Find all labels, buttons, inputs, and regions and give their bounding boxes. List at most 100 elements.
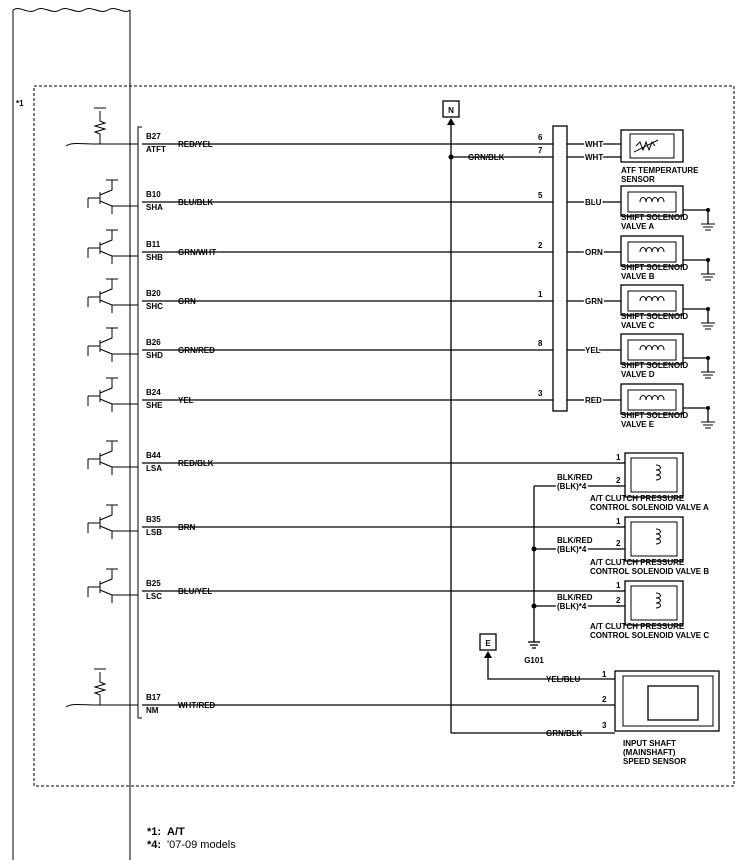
speed-sensor-label-1: INPUT SHAFT <box>623 739 676 748</box>
clutch-solenoid-box <box>624 452 684 498</box>
connector-pin: 1 <box>538 290 543 299</box>
coil-icon <box>639 345 665 351</box>
footnote-1-mark: *1: <box>147 826 161 838</box>
shift-solenoid-label: SHIFT SOLENOID <box>621 411 688 420</box>
solenoid-wire-color: ORN <box>585 248 603 257</box>
connector-pin: 3 <box>538 389 543 398</box>
terminal-n-box <box>442 100 460 118</box>
clutch-ground-wire: (BLK)*4 <box>557 602 587 611</box>
ecm-pin-number: B10 <box>146 190 161 199</box>
coil-icon <box>655 464 661 481</box>
clutch-ground-wire: BLK/RED <box>557 473 593 482</box>
solenoid-wire-color: YEL <box>585 346 601 355</box>
speed-sensor-box <box>614 670 720 732</box>
connector-pin: 6 <box>538 133 543 142</box>
ecm-pin-name: LSB <box>146 528 162 537</box>
coil-icon <box>639 197 665 203</box>
shift-solenoid-label: VALVE D <box>621 370 655 379</box>
ecm-pin-number: B26 <box>146 338 161 347</box>
ground-wire-label: GRN/BLK <box>468 153 505 162</box>
ecm-pin-number: B27 <box>146 132 161 141</box>
shift-solenoid-label: SHIFT SOLENOID <box>621 361 688 370</box>
solenoid-wire-color: GRN <box>585 297 603 306</box>
clutch-solenoid-valve: 1 2 BLK/RED(BLK)*4A/T CLUTCH PRESSURECONTR… <box>556 516 709 576</box>
ecm-pin-name: SHD <box>146 351 163 360</box>
clutch-ground-wire: BLK/RED <box>557 536 593 545</box>
coil-icon <box>655 528 661 545</box>
ecm-pin-number: B11 <box>146 240 161 249</box>
clutch-pin: 1 <box>616 517 621 526</box>
solenoid-wire-color: BLU <box>585 198 602 207</box>
clutch-pin: 2 <box>616 476 621 485</box>
atf-sensor-label-1: ATF TEMPERATURE <box>621 166 699 175</box>
atf-sensor-box <box>620 129 684 163</box>
speed-pin-1: 1 <box>602 670 607 679</box>
clutch-valve-label: CONTROL SOLENOID VALVE B <box>590 567 709 576</box>
ecm-pin-name: SHA <box>146 203 163 212</box>
clutch-solenoid-box <box>624 580 684 626</box>
speed-sensor-label-3: SPEED SENSOR <box>623 757 686 766</box>
terminal-n: N <box>448 106 454 115</box>
ecm-pin-name: ATFT <box>146 145 166 154</box>
coil-icon <box>639 247 665 253</box>
coil-icon <box>639 395 665 401</box>
terminal-e-box <box>479 633 497 651</box>
clutch-solenoid-box <box>624 516 684 562</box>
clutch-pin: 1 <box>616 453 621 462</box>
ecm-pin-name: NM <box>146 706 159 715</box>
ecm-pin-name: SHC <box>146 302 163 311</box>
clutch-valve-label: A/T CLUTCH PRESSURE <box>590 494 685 503</box>
shift-solenoid-label: VALVE E <box>621 420 655 429</box>
atf-sensor-label-2: SENSOR <box>621 175 655 184</box>
shift-solenoid-label: SHIFT SOLENOID <box>621 213 688 222</box>
clutch-pin: 1 <box>616 581 621 590</box>
solenoid-wire-color: WHT <box>585 140 603 149</box>
speed-pin-2: 2 <box>602 695 607 704</box>
shift-solenoid-label: SHIFT SOLENOID <box>621 263 688 272</box>
footnote-2-mark: *4: <box>147 839 161 851</box>
footnote-1-text: A/T <box>167 826 185 838</box>
coil-icon <box>655 592 661 609</box>
ecm-pin-number: B24 <box>146 388 161 397</box>
shift-solenoid-box <box>620 185 684 217</box>
shift-solenoid-label: VALVE C <box>621 321 655 330</box>
speed-wire-3: GRN/BLK <box>546 729 583 738</box>
ecm-pin-number: B35 <box>146 515 161 524</box>
solenoid-wire-color: RED <box>585 396 602 405</box>
speed-pin-3: 3 <box>602 721 607 730</box>
connector-pin: 2 <box>538 241 543 250</box>
shift-solenoid-label: VALVE A <box>621 222 654 231</box>
shift-solenoid-box <box>620 383 684 415</box>
shift-solenoid-label: SHIFT SOLENOID <box>621 312 688 321</box>
ecm-frame <box>12 8 131 12</box>
solenoid-wire-color: WHT <box>585 153 603 162</box>
trans-connector <box>552 125 568 412</box>
clutch-valve-label: A/T CLUTCH PRESSURE <box>590 558 685 567</box>
clutch-ground-wire: (BLK)*4 <box>557 545 587 554</box>
unit-border <box>33 85 735 787</box>
ecm-pin-name: SHB <box>146 253 163 262</box>
unit-tag: *1 <box>16 99 24 108</box>
clutch-valve-label: CONTROL SOLENOID VALVE A <box>590 503 709 512</box>
coil-icon <box>639 296 665 302</box>
clutch-ground-wire: (BLK)*4 <box>557 482 587 491</box>
ecm-pin-number: B17 <box>146 693 161 702</box>
terminal-e: E <box>485 639 491 648</box>
clutch-pin: 2 <box>616 539 621 548</box>
ecm-pin-name: LSC <box>146 592 162 601</box>
